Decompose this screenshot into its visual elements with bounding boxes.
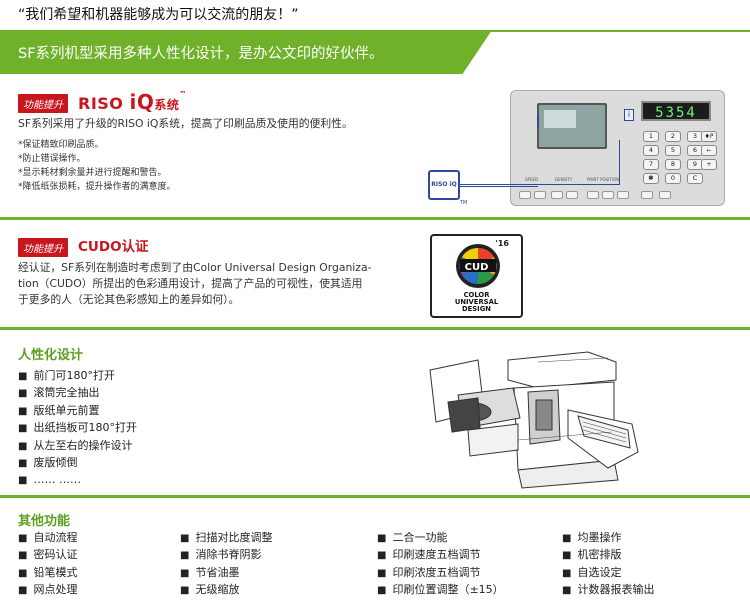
riso-badge-tm: TM <box>460 200 468 206</box>
lcd-inner <box>544 110 576 128</box>
cudo-description: 经认证，SF系列在制造时考虑到了由Color Universal Design … <box>18 260 371 308</box>
logo-iq: iQ <box>129 90 155 114</box>
quote-text: “我们希望和机器能够成为可以交流的朋友！” <box>18 7 299 23</box>
cudo-title: CUDO认证 <box>78 239 149 255</box>
panel-small-key <box>587 191 599 199</box>
cudo-logo: '16 CUD COLOR UNIVERSAL DESIGN <box>430 234 523 318</box>
side-key: ♦P <box>701 131 717 142</box>
list-item: 无级缩放 <box>180 582 272 599</box>
cud-mark-text: CUD <box>464 262 489 273</box>
side-key: + <box>701 159 717 170</box>
functions-col-1: 自动流程 密码认证 铅笔模式 网点处理 <box>18 530 77 600</box>
list-item: 前门可180°打开 <box>18 368 137 385</box>
cudo-line1: COLOR <box>463 291 490 299</box>
riso-bullet: *防止错误操作。 <box>18 154 86 164</box>
list-item: 印刷速度五档调节 <box>377 547 504 564</box>
cudo-line3: DESIGN <box>462 305 491 313</box>
feature-tag: 功能提升 <box>18 94 68 113</box>
key: ✱ <box>643 173 659 184</box>
key: C <box>687 173 703 184</box>
list-item: 废版倾倒 <box>18 455 137 472</box>
logo-riso: RISO <box>78 94 124 113</box>
callout-line <box>456 127 538 187</box>
cud-color-wheel-icon <box>456 244 500 288</box>
other-functions-section: 其他功能 自动流程 密码认证 铅笔模式 网点处理 扫描对比度调整 消除书脊阴影 … <box>0 500 750 614</box>
cudo-year: '16 <box>495 239 509 248</box>
riso-bullet: *显示耗材剩余量并进行提醒和警告。 <box>18 168 167 178</box>
key: 5 <box>665 145 681 156</box>
key: 2 <box>665 131 681 142</box>
list-item: 节省油墨 <box>180 565 272 582</box>
cudo-line: 于更多的人（无论其色彩感知上的差异如何）。 <box>18 293 240 306</box>
panel-small-key <box>617 191 629 199</box>
functions-col-3: 二合一功能 印刷速度五档调节 印刷浓度五档调节 印刷位置调整（±15） <box>377 530 504 600</box>
cudo-section: 功能提升 CUDO认证 经认证，SF系列在制造时考虑到了由Color Unive… <box>0 222 750 330</box>
logo-sys: 系统 <box>154 98 180 112</box>
callout-line <box>460 140 620 185</box>
humanized-design-section: 人性化设计 前门可180°打开 滚筒完全抽出 版纸单元前置 出纸挡板可180°打… <box>0 332 750 498</box>
list-item: 计数器报表输出 <box>562 582 654 599</box>
cudo-line: 经认证，SF系列在制造时考虑到了由Color Universal Design … <box>18 261 372 274</box>
print-position-label: PRINT POSITION <box>587 177 620 182</box>
panel-small-key <box>659 191 671 199</box>
list-item: 网点处理 <box>18 582 77 599</box>
riso-iq-logo: RISO iQ系统™ <box>78 90 187 114</box>
info-icon: i <box>624 109 634 121</box>
list-item: 从左至右的操作设计 <box>18 438 137 455</box>
list-item: 消除书脊阴影 <box>180 547 272 564</box>
key: 7 <box>643 159 659 170</box>
logo-tm: ™ <box>179 90 187 98</box>
panel-small-key <box>602 191 614 199</box>
panel-small-key <box>534 191 546 199</box>
list-item: 自选设定 <box>562 565 654 582</box>
key: 4 <box>643 145 659 156</box>
banner-text: SF系列机型采用多种人性化设计，是办公文印的好伙伴。 <box>18 46 384 62</box>
riso-description: SF系列采用了升级的RISO iQ系统，提高了印刷品质及使用的便利性。 <box>18 117 353 130</box>
panel-small-key <box>566 191 578 199</box>
key: 8 <box>665 159 681 170</box>
other-functions-title: 其他功能 <box>18 514 71 529</box>
list-item: 印刷浓度五档调节 <box>377 565 504 582</box>
lcd-screen <box>537 103 607 149</box>
riso-iq-section: 功能提升 RISO iQ系统™ SF系列采用了升级的RISO iQ系统，提高了印… <box>0 76 750 220</box>
list-item: 印刷位置调整（±15） <box>377 582 503 599</box>
density-label: DENSITY <box>555 177 573 182</box>
cudo-line2: UNIVERSAL <box>454 298 499 306</box>
key: 1 <box>643 131 659 142</box>
list-item: 滚筒完全抽出 <box>18 385 137 402</box>
numeric-keypad: 1 2 3 4 5 6 7 8 9 ✱ 0 C <box>643 131 703 184</box>
list-item: 自动流程 <box>18 530 77 547</box>
riso-bullet: *保证精致印刷品质。 <box>18 140 104 150</box>
panel-small-key <box>641 191 653 199</box>
riso-iq-badge-icon: RISO iQ <box>428 170 460 200</box>
list-item: 版纸单元前置 <box>18 403 137 420</box>
list-item: 均墨操作 <box>562 530 654 547</box>
counter-display: 5354 <box>641 101 711 121</box>
list-item: 扫描对比度调整 <box>180 530 272 547</box>
feature-tag: 功能提升 <box>18 238 68 257</box>
speed-label: SPEED <box>525 177 539 182</box>
control-panel-illustration: i 5354 1 2 3 4 5 6 7 8 9 ✱ 0 C ♦P ← + SP… <box>510 90 725 206</box>
list-item: …… …… <box>18 472 137 489</box>
banner: SF系列机型采用多种人性化设计，是办公文印的好伙伴。 <box>0 30 492 74</box>
printer-machine-illustration <box>429 351 639 489</box>
callout-line <box>537 115 539 127</box>
riso-bullet: *降低纸张损耗，提升操作者的满意度。 <box>18 182 176 192</box>
list-item: 机密排版 <box>562 547 654 564</box>
humanized-title: 人性化设计 <box>18 348 84 363</box>
list-item: 二合一功能 <box>377 530 504 547</box>
list-item: 密码认证 <box>18 547 77 564</box>
list-item: 铅笔模式 <box>18 565 77 582</box>
humanized-list: 前门可180°打开 滚筒完全抽出 版纸单元前置 出纸挡板可180°打开 从左至右… <box>18 368 137 490</box>
side-key: ← <box>701 145 717 156</box>
key: 0 <box>665 173 681 184</box>
riso-bullets: *保证精致印刷品质。 *防止错误操作。 *显示耗材剩余量并进行提醒和警告。 *降… <box>18 138 176 194</box>
panel-small-key <box>551 191 563 199</box>
cudo-line: tion（CUDO）所提出的色彩通用设计，提高了产品的可视性，使其适用 <box>18 277 363 290</box>
list-item: 出纸挡板可180°打开 <box>18 420 137 437</box>
functions-col-4: 均墨操作 机密排版 自选设定 计数器报表输出 <box>562 530 654 600</box>
panel-small-key <box>519 191 531 199</box>
functions-col-2: 扫描对比度调整 消除书脊阴影 节省油墨 无级缩放 <box>180 530 272 600</box>
